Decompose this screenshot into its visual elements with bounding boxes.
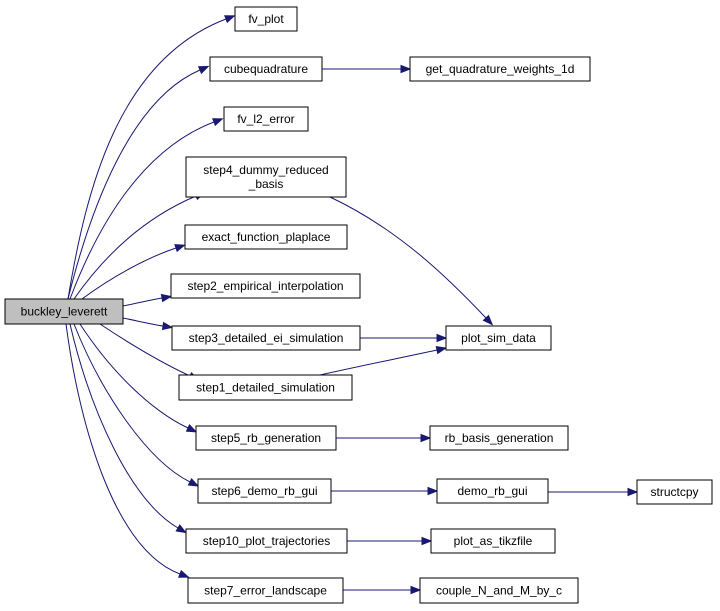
arrowhead xyxy=(427,486,439,496)
node-step7-error-landscape[interactable]: step7_error_landscape xyxy=(187,577,344,604)
node-plot-as-tikzfile[interactable]: plot_as_tikzfile xyxy=(430,528,556,554)
node-step10-plot-trajectories[interactable]: step10_plot_trajectories xyxy=(185,528,348,554)
node-label: buckley_leverett xyxy=(21,305,108,319)
edge-step10_plot_trajectories-to-plot_as_tikzfile xyxy=(346,536,433,546)
node-step3-detailed-ei-simulation[interactable]: step3_detailed_ei_simulation xyxy=(171,325,361,351)
edge-buckley_leverett-to-step6_demo_rb_gui xyxy=(73,323,200,487)
edge-buckley_leverett-to-cubequadrature xyxy=(67,65,210,300)
node-label: step5_rb_generation xyxy=(211,431,321,445)
node-label: step4_dummy_reduced xyxy=(203,163,328,177)
edge-buckley_leverett-to-exact_function_plaplace xyxy=(81,244,186,300)
node-label: plot_sim_data xyxy=(461,331,536,345)
node-label: fv_plot xyxy=(248,12,284,26)
node-label: step6_demo_rb_gui xyxy=(211,484,317,498)
node-demo-rb-gui[interactable]: demo_rb_gui xyxy=(436,478,549,504)
node-step4-dummy-reduced-basis[interactable]: step4_dummy_reduced_basis xyxy=(185,156,347,198)
edge-step4_dummy_reduced_basis-to-plot_sim_data xyxy=(329,196,494,326)
node-label: step3_detailed_ei_simulation xyxy=(189,331,344,345)
arrowhead xyxy=(435,345,448,355)
node-structcpy[interactable]: structcpy xyxy=(636,479,713,505)
nodes-layer: buckley_leverett fv_plot cubequadrature get… xyxy=(4,6,713,604)
edge-step7_error_landscape-to-couple_N_and_M_by_c xyxy=(343,585,422,595)
edge-buckley_leverett-to-step5_rb_generation xyxy=(79,323,198,433)
edge-step5_rb_generation-to-rb_basis_generation xyxy=(335,433,432,443)
edge-buckley_leverett-to-fv_plot xyxy=(67,15,236,300)
node-buckley-leverett[interactable]: buckley_leverett xyxy=(4,298,124,325)
node-label: plot_as_tikzfile xyxy=(454,534,533,548)
node-label: get_quadrature_weights_1d xyxy=(426,62,575,76)
edge-step6_demo_rb_gui-to-demo_rb_gui xyxy=(330,486,439,496)
edge-buckley_leverett-to-fv_l2_error xyxy=(69,118,224,300)
arrowhead xyxy=(420,433,432,443)
edge-step1_detailed_simulation-to-plot_sim_data xyxy=(319,345,448,376)
node-get-quadrature-weights-1d[interactable]: get_quadrature_weights_1d xyxy=(409,56,591,82)
node-label: demo_rb_gui xyxy=(457,484,527,498)
arrowhead xyxy=(174,244,186,253)
arrowhead xyxy=(400,64,412,74)
node-label: cubequadrature xyxy=(224,62,308,76)
node-fv-l2-error[interactable]: fv_l2_error xyxy=(223,106,309,132)
node-label: step1_detailed_simulation xyxy=(196,381,335,395)
arrowhead xyxy=(421,536,433,546)
node-fv-plot[interactable]: fv_plot xyxy=(234,6,298,32)
arrowhead xyxy=(212,118,224,127)
arrowhead xyxy=(160,293,173,303)
node-plot-sim-data[interactable]: plot_sim_data xyxy=(445,325,552,351)
node-label: step2_empirical_interpolation xyxy=(187,279,343,293)
node-cubequadrature[interactable]: cubequadrature xyxy=(209,56,323,82)
node-label: structcpy xyxy=(650,485,698,499)
node-label: step10_plot_trajectories xyxy=(203,534,330,548)
arrowhead xyxy=(185,423,198,433)
edge-buckley_leverett-to-step10_plot_trajectories xyxy=(69,323,187,534)
node-step5-rb-generation[interactable]: step5_rb_generation xyxy=(195,425,337,451)
node-label: step7_error_landscape xyxy=(204,584,327,598)
node-label: fv_l2_error xyxy=(237,112,294,126)
node-step2-empirical-interpolation[interactable]: step2_empirical_interpolation xyxy=(170,273,361,299)
node-label: rb_basis_generation xyxy=(445,431,554,445)
node-exact-function-plaplace[interactable]: exact_function_plaplace xyxy=(184,224,348,250)
edge-demo_rb_gui-to-structcpy xyxy=(547,487,639,497)
node-label: _basis xyxy=(248,177,284,191)
arrowhead xyxy=(436,333,448,343)
arrowhead xyxy=(175,524,187,534)
arrowhead xyxy=(197,65,210,75)
arrowhead xyxy=(627,487,639,497)
node-label: couple_N_and_M_by_c xyxy=(436,584,562,598)
edge-buckley_leverett-to-step2_empirical_interpolation xyxy=(122,293,173,307)
edge-buckley_leverett-to-step7_error_landscape xyxy=(65,323,190,578)
arrowhead xyxy=(410,585,422,595)
node-couple-N-and-M-by-c[interactable]: couple_N_and_M_by_c xyxy=(419,577,579,604)
arrowhead xyxy=(482,314,494,326)
edges-layer xyxy=(65,15,639,595)
edge-cubequadrature-to-get_quadrature_weights_1d xyxy=(322,64,412,74)
node-label: exact_function_plaplace xyxy=(202,230,331,244)
arrowhead xyxy=(224,15,236,24)
arrowhead xyxy=(187,477,200,487)
arrowhead xyxy=(161,321,174,331)
node-step6-demo-rb-gui[interactable]: step6_demo_rb_gui xyxy=(197,478,332,504)
node-step1-detailed-simulation[interactable]: step1_detailed_simulation xyxy=(178,374,353,401)
arrowhead xyxy=(178,569,190,578)
node-rb-basis-generation[interactable]: rb_basis_generation xyxy=(429,425,569,451)
edge-buckley_leverett-to-step3_detailed_ei_simulation xyxy=(122,317,174,331)
edge-step3_detailed_ei_simulation-to-plot_sim_data xyxy=(359,333,448,343)
